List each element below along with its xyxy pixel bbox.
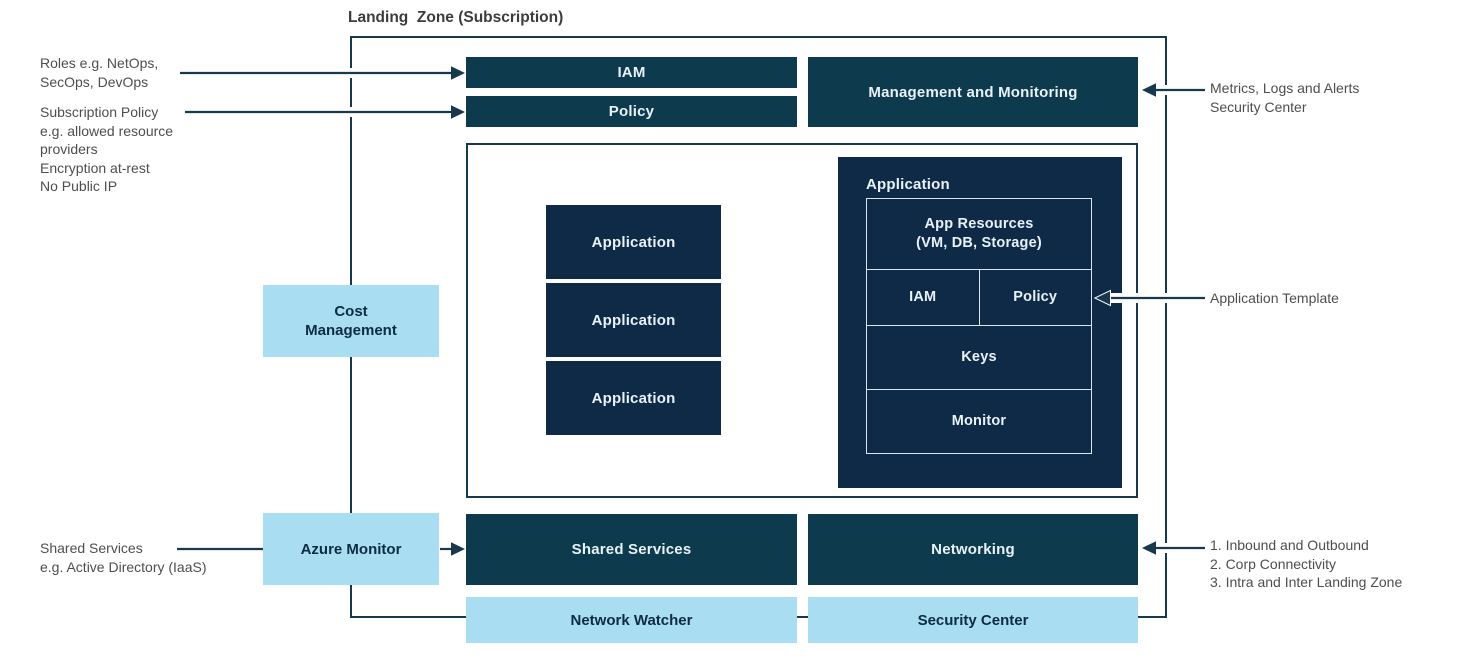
cost-management-label: Cost Management (305, 303, 397, 339)
cost-management-box: Cost Management (263, 285, 439, 357)
app-resources-line2: (VM, DB, Storage) (916, 235, 1042, 251)
monitor-cell: Monitor (867, 389, 1091, 453)
azure-monitor-box: Azure Monitor (263, 513, 439, 585)
application-template-title: Application (866, 176, 950, 193)
management-and-monitoring-box: Management and Monitoring (808, 57, 1138, 127)
annotation-metrics-line1: Metrics, Logs and Alerts (1210, 80, 1360, 96)
iam-cell: IAM (909, 289, 937, 305)
app-resources-line1: App Resources (924, 216, 1034, 232)
iam-bar: IAM (466, 57, 797, 88)
annotation-application-template: Application Template (1210, 290, 1339, 306)
application-box: Application (546, 361, 721, 435)
annotation-metrics-line2: Security Center (1210, 98, 1307, 115)
network-watcher-box: Network Watcher (466, 597, 797, 643)
annotation-networking-line3: 3. Intra and Inter Landing Zone (1210, 574, 1403, 590)
networking-box: Networking (808, 514, 1138, 585)
annotation-networking-line1: 1. Inbound and Outbound (1210, 537, 1369, 553)
iam-policy-row: IAM Policy (867, 269, 1091, 325)
application-box: Application (546, 283, 721, 357)
application-template-grid: App Resources (VM, DB, Storage) IAM Poli… (866, 198, 1092, 454)
annotation-networking-line2: 2. Corp Connectivity (1210, 555, 1337, 572)
policy-bar: Policy (466, 96, 797, 127)
annotation-subpolicy-line2: e.g. allowed resource (40, 122, 174, 139)
annotation-roles: Roles e.g. NetOps, SecOps, DevOps (40, 54, 158, 91)
annotation-sharedsvc-line1: Shared Services (40, 540, 143, 556)
annotation-roles-line2: SecOps, DevOps (40, 73, 149, 90)
annotation-shared-services: Shared Services e.g. Active Directory (I… (40, 539, 207, 576)
security-center-box: Security Center (808, 597, 1138, 643)
annotation-roles-line1: Roles e.g. NetOps, (40, 55, 159, 71)
annotation-networking: 1. Inbound and Outbound 2. Corp Connecti… (1210, 536, 1402, 592)
annotation-subpolicy-line4: Encryption at-rest (40, 159, 150, 176)
annotation-subpolicy-line5: No Public IP (40, 178, 118, 194)
annotation-subpolicy-line1: Subscription Policy (40, 104, 159, 120)
keys-cell: Keys (867, 325, 1091, 389)
application-box: Application (546, 205, 721, 279)
policy-cell: Policy (978, 270, 1092, 325)
application-area-box: Application Application Application Appl… (466, 143, 1138, 498)
annotation-subpolicy-line3: providers (40, 141, 98, 157)
annotation-metrics: Metrics, Logs and Alerts Security Center (1210, 79, 1359, 116)
application-template-box: Application App Resources (VM, DB, Stora… (838, 157, 1122, 488)
app-resources-cell: App Resources (VM, DB, Storage) (867, 199, 1091, 269)
shared-services-box: Shared Services (466, 514, 797, 585)
diagram-title: Landing Zone (Subscription) (348, 9, 564, 26)
annotation-sharedsvc-line2: e.g. Active Directory (IaaS) (40, 558, 207, 575)
annotation-subscription-policy: Subscription Policy e.g. allowed resourc… (40, 103, 173, 196)
